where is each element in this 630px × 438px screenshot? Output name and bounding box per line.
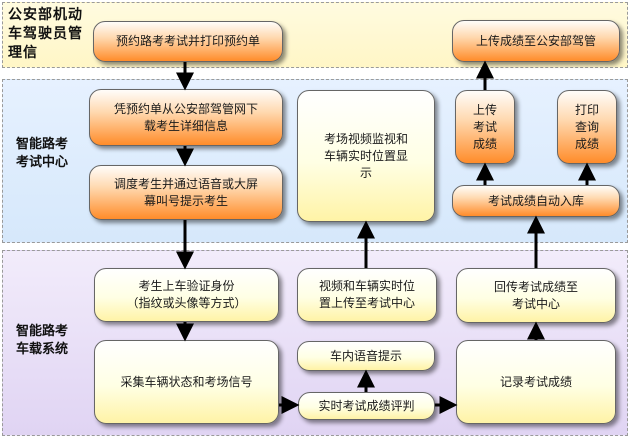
box-dispatch: 调度考生并通过语音或大屏 幕叫号提示考生 bbox=[89, 165, 283, 220]
box-print-score: 打印 查询 成绩 bbox=[557, 90, 617, 164]
box-record-score: 记录考试成绩 bbox=[456, 340, 616, 424]
box-return-score: 回传考试成绩至 考试中心 bbox=[456, 268, 616, 323]
box-voice-prompt: 车内语音提示 bbox=[297, 341, 435, 371]
box-video-monitor: 考场视频监视和 车辆实时位置显 示 bbox=[297, 90, 435, 222]
box-verify-id: 考生上车验证身份 （指纹或头像等方式） bbox=[94, 268, 279, 322]
box-reserve-print: 预约路考考试并打印预约单 bbox=[93, 21, 283, 62]
section-label-vehicle-system: 智能路考 车载系统 bbox=[16, 324, 69, 357]
section-label-exam-center: 智能路考 考试中心 bbox=[16, 137, 69, 170]
section-label-ministry: 公安部机动车驾驶员管理信 bbox=[8, 7, 83, 61]
box-download-info: 凭预约单从公安部驾管网下 载考生详细信息 bbox=[89, 89, 283, 146]
box-collect-signals: 采集车辆状态和考场信号 bbox=[94, 340, 279, 424]
box-upload-police: 上传成绩至公安部驾管 bbox=[452, 20, 620, 62]
box-upload-video: 视频和车辆实时位 置上传至考试中心 bbox=[297, 268, 437, 322]
box-realtime-eval: 实时考试成绩评判 bbox=[298, 392, 435, 420]
box-upload-score: 上传 考试 成绩 bbox=[455, 90, 515, 164]
